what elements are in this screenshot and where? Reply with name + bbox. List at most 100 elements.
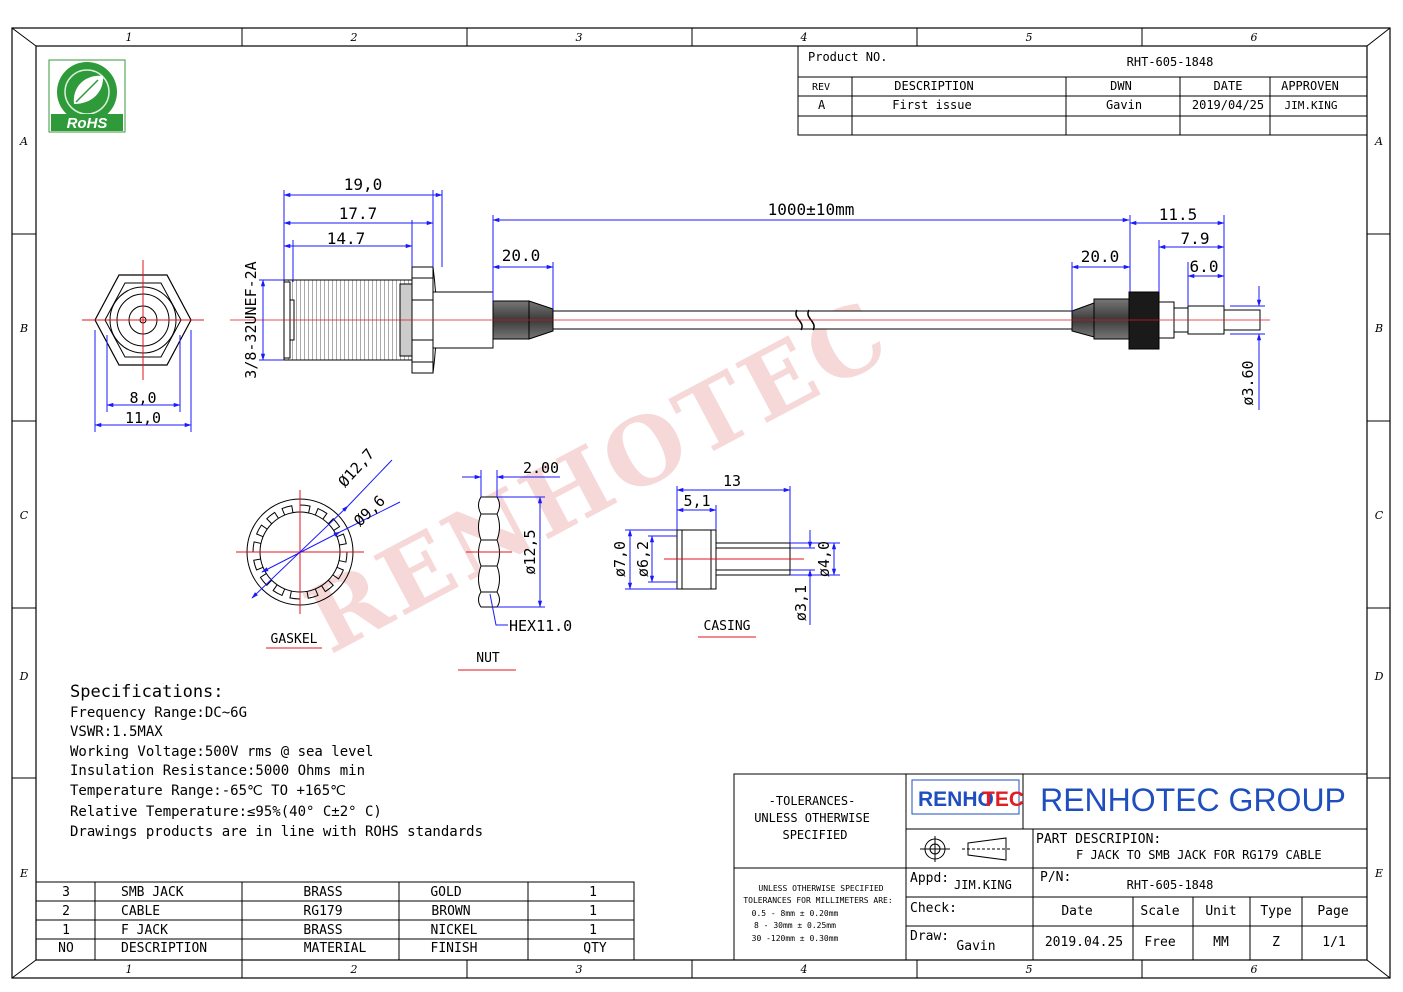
row-label: C <box>1375 509 1384 522</box>
draw-label: Draw: <box>910 929 949 944</box>
dim-dia-3-6: ø3.60 <box>1239 360 1257 405</box>
col-label: 3 <box>576 31 583 44</box>
casing-drawing <box>664 529 804 590</box>
nut-drawing <box>466 496 512 608</box>
tol-small: 30 -120mm ± 0.30mm <box>752 934 839 943</box>
col-label: 6 <box>1251 963 1258 976</box>
dim-6: 6.0 <box>1190 257 1219 276</box>
thread-spec: 3/8-32UNEF-2A <box>242 261 260 378</box>
product-no: RHT-605-1848 <box>1127 55 1214 69</box>
bom-cell: 1 <box>589 923 597 938</box>
bom-header: NO <box>58 941 74 956</box>
hex-end-view <box>82 260 204 380</box>
nut-hex: HEX11.0 <box>509 617 572 635</box>
desc-header: DESCRIPTION <box>894 79 973 93</box>
check-label: Check: <box>910 901 957 916</box>
row-label: C <box>20 509 29 522</box>
dim-casing-od: ø7,0 <box>611 541 629 577</box>
tol-small: 8 - 30mm ± 0.25mm <box>754 921 836 930</box>
grid-labels: 1 2 3 4 5 6 1 2 3 4 5 6 A B C D E A B C … <box>19 31 1384 976</box>
dim-casing-length: 13 <box>723 472 741 490</box>
bom-cell: 1 <box>589 885 597 900</box>
dim-19: 19,0 <box>344 175 383 194</box>
dim-gasket-od: Ø12,7 <box>335 445 379 491</box>
bom-cell: BRASS <box>303 885 342 900</box>
nut-label: NUT <box>476 651 500 666</box>
row-label: A <box>19 135 28 148</box>
bom-cell: F JACK <box>121 923 168 938</box>
page-head: Page <box>1317 904 1348 919</box>
spec-line: VSWR:1.5MAX <box>70 724 163 740</box>
casing-dims <box>625 486 840 625</box>
part-desc: F JACK TO SMB JACK FOR RG179 CABLE <box>1076 848 1322 862</box>
pn-label: P/N: <box>1040 870 1071 885</box>
col-label: 3 <box>576 963 583 976</box>
rev-header: REV <box>812 82 830 93</box>
col-label: 2 <box>350 31 358 44</box>
bom-cell: 1 <box>589 904 597 919</box>
unit-head: Unit <box>1205 904 1236 919</box>
dim-casing-tube-id: ø3,1 <box>792 585 810 621</box>
rev-value: A <box>818 98 826 112</box>
spec-line: Insulation Resistance:5000 Ohms min <box>70 763 365 779</box>
nut-dims <box>462 470 560 626</box>
tol-line: UNLESS OTHERWISE <box>754 811 870 825</box>
dim-cable-length: 1000±10mm <box>768 200 855 219</box>
dim-11: 11,0 <box>125 409 161 427</box>
row-label: E <box>1374 867 1383 880</box>
casing-label: CASING <box>704 619 751 634</box>
dim-17-7: 17.7 <box>339 204 378 223</box>
type-value: Z <box>1272 935 1280 950</box>
dwn-header: DWN <box>1110 79 1132 93</box>
renhotec-logo: RENHO TEC <box>911 779 1024 815</box>
type-head: Type <box>1260 904 1291 919</box>
bom-header: QTY <box>583 941 607 956</box>
dim-20-right: 20.0 <box>1081 247 1120 266</box>
bom-header: FINISH <box>431 941 478 956</box>
spec-title: Specifications: <box>70 682 224 702</box>
brand-part-a: RENHO <box>918 788 994 811</box>
dim-20-left: 20.0 <box>502 246 541 265</box>
rohs-text: RoHS <box>67 115 108 132</box>
tol-small: TOLERANCES FOR MILLIMETERS ARE: <box>743 896 892 905</box>
dim-nut-dia: ø12,5 <box>521 529 539 574</box>
tol-line: -TOLERANCES- <box>769 794 856 808</box>
bom-cell: 2 <box>62 904 70 919</box>
dim-11-5: 11.5 <box>1159 205 1198 224</box>
row-label: B <box>19 322 28 335</box>
title-block <box>905 773 1368 961</box>
date-value: 2019/04/25 <box>1192 98 1264 112</box>
spec-line: Frequency Range:DC~6G <box>70 705 247 721</box>
hex-dims <box>94 330 192 432</box>
date-value: 2019.04.25 <box>1045 935 1123 950</box>
bom-cell: BROWN <box>431 904 470 919</box>
col-label: 2 <box>350 963 358 976</box>
scale-head: Scale <box>1140 904 1179 919</box>
dim-casing-tube: ø4,0 <box>815 541 833 577</box>
tol-small: UNLESS OTHERWISE SPECIFIED <box>758 884 883 893</box>
col-label: 6 <box>1251 31 1258 44</box>
revision-table <box>797 45 1368 136</box>
bom-cell: 1 <box>62 923 70 938</box>
date-head: Date <box>1061 904 1092 919</box>
page-value: 1/1 <box>1322 935 1345 950</box>
dim-casing-head: 5,1 <box>683 492 710 510</box>
row-label: D <box>19 670 29 683</box>
dwn-value: Gavin <box>1106 98 1142 112</box>
bom-cell: RG179 <box>303 904 342 919</box>
col-label: 4 <box>800 963 808 976</box>
draw-value: Gavin <box>956 939 995 954</box>
projection-symbol <box>920 836 1012 862</box>
bom-cell: 3 <box>62 885 70 900</box>
company-name: RENHOTEC GROUP <box>1040 782 1346 818</box>
bom-header: MATERIAL <box>304 941 367 956</box>
scale-value: Free <box>1144 935 1175 950</box>
gasket-tooth <box>266 511 279 525</box>
dim-8: 8,0 <box>129 389 156 407</box>
sheet-border <box>11 27 1391 979</box>
bom-cell: NICKEL <box>431 923 478 938</box>
gasket-tooth <box>327 518 341 531</box>
spec-line: Working Voltage:500V rms @ sea level <box>70 744 373 760</box>
bom-cell: GOLD <box>430 885 461 900</box>
